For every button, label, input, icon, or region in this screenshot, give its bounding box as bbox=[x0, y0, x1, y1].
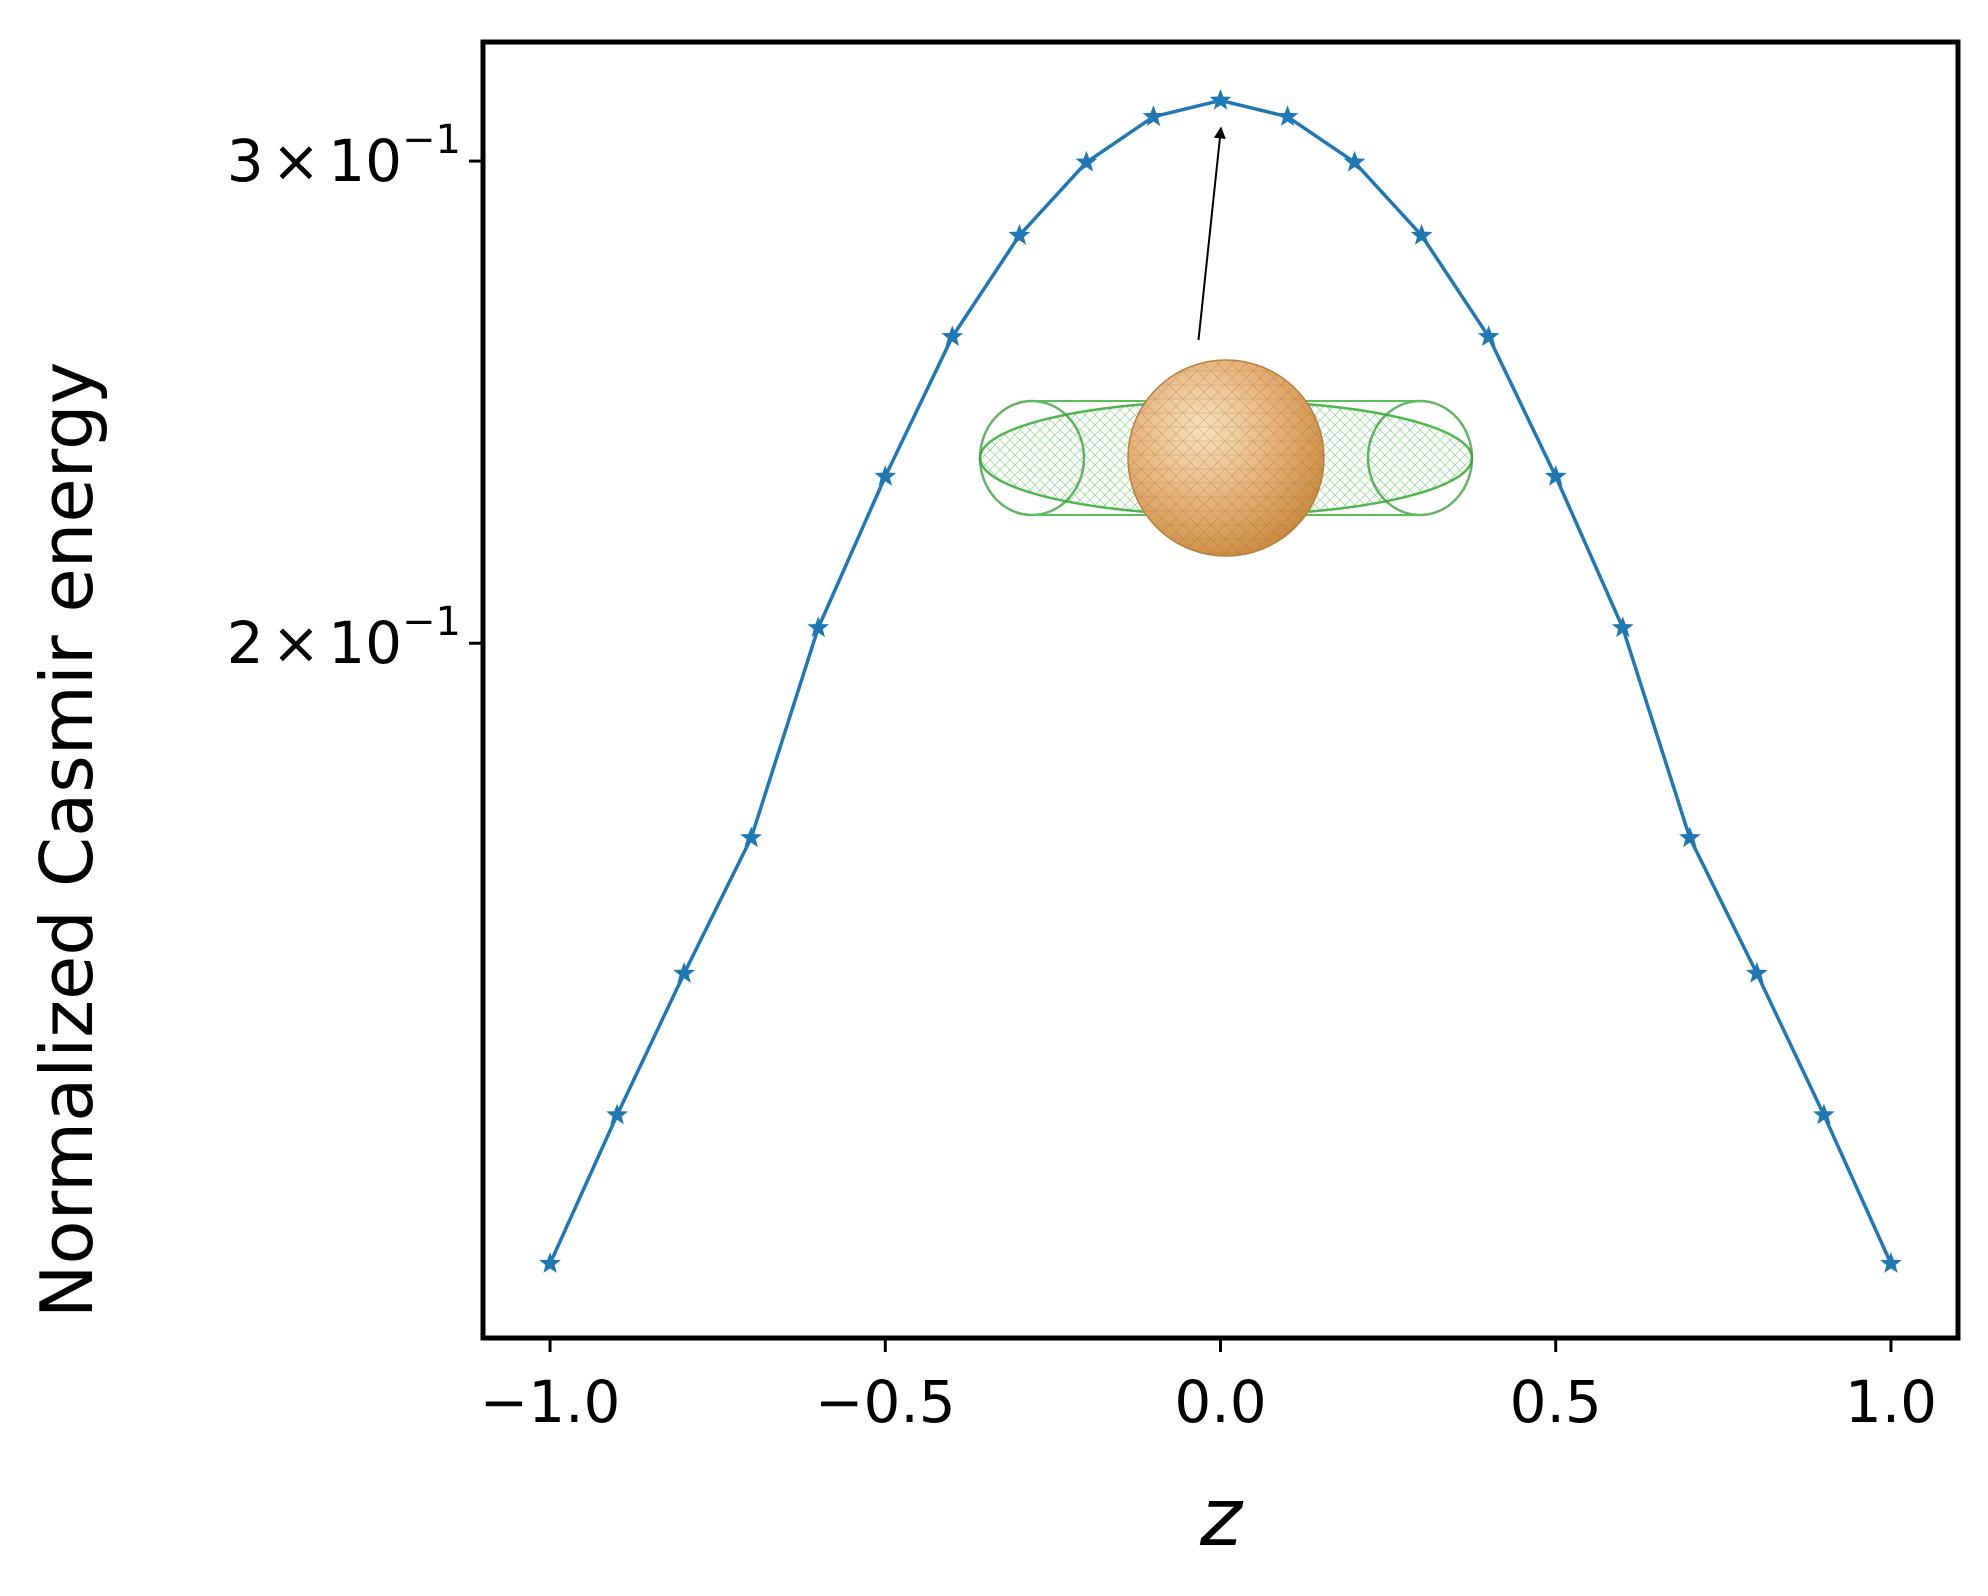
data-point-marker bbox=[740, 826, 763, 848]
data-point-marker bbox=[1544, 465, 1567, 486]
y-tick-mantissa: 2 bbox=[227, 609, 264, 677]
data-point-marker bbox=[1745, 962, 1768, 983]
data-point-marker bbox=[941, 325, 964, 346]
data-point-marker bbox=[1678, 826, 1701, 848]
data-point-marker bbox=[1142, 105, 1165, 126]
data-point-marker bbox=[807, 616, 830, 638]
data-point-marker bbox=[673, 962, 696, 983]
y-tick-times: × bbox=[272, 127, 321, 195]
sphere-in-torus-mesh-icon bbox=[978, 359, 1474, 557]
y-tick-exponent: −1 bbox=[402, 117, 461, 163]
data-point-marker bbox=[1008, 224, 1031, 245]
x-tick-label: −1.0 bbox=[480, 1368, 621, 1436]
data-point-marker bbox=[1410, 224, 1433, 245]
y-tick-mantissa: 3 bbox=[227, 127, 264, 195]
series-layer bbox=[539, 89, 1902, 1273]
peak-annotation-arrow bbox=[1197, 126, 1226, 341]
plot-frame bbox=[480, 39, 1961, 1341]
x-axis: −1.0 −0.5 0.0 0.5 1.0 bbox=[480, 1338, 1937, 1436]
series-line bbox=[548, 98, 1893, 1265]
y-tick-base: 10 bbox=[328, 127, 402, 195]
x-tick-label: 0.5 bbox=[1510, 1368, 1602, 1436]
data-point-marker bbox=[1477, 325, 1500, 346]
x-tick-label: 0.0 bbox=[1174, 1368, 1266, 1436]
data-point-marker bbox=[1209, 89, 1232, 110]
y-tick-label: 3×10−1 bbox=[227, 117, 461, 195]
data-point-marker bbox=[1276, 105, 1299, 126]
x-tick-label: 1.0 bbox=[1845, 1368, 1937, 1436]
data-point-marker bbox=[874, 465, 897, 486]
data-point-marker bbox=[539, 1252, 561, 1273]
inset-sphere-mesh bbox=[1127, 359, 1325, 557]
y-axis-label: Normalized Casmir energy bbox=[25, 362, 109, 1319]
data-point-marker bbox=[1813, 1103, 1835, 1125]
y-tick-label: 2×10−1 bbox=[227, 599, 461, 677]
y-axis: 3×10−12×10−1 bbox=[227, 117, 483, 677]
data-point-marker bbox=[606, 1103, 628, 1125]
x-axis-label: z bbox=[1199, 1471, 1244, 1564]
data-point-marker bbox=[1075, 150, 1098, 172]
y-tick-times: × bbox=[272, 609, 321, 677]
x-tick-label: −0.5 bbox=[815, 1368, 956, 1436]
data-point-marker bbox=[1343, 150, 1366, 172]
data-point-marker bbox=[1880, 1252, 1902, 1273]
y-tick-base: 10 bbox=[328, 609, 402, 677]
data-point-marker bbox=[1611, 616, 1634, 638]
y-tick-exponent: −1 bbox=[402, 599, 461, 645]
